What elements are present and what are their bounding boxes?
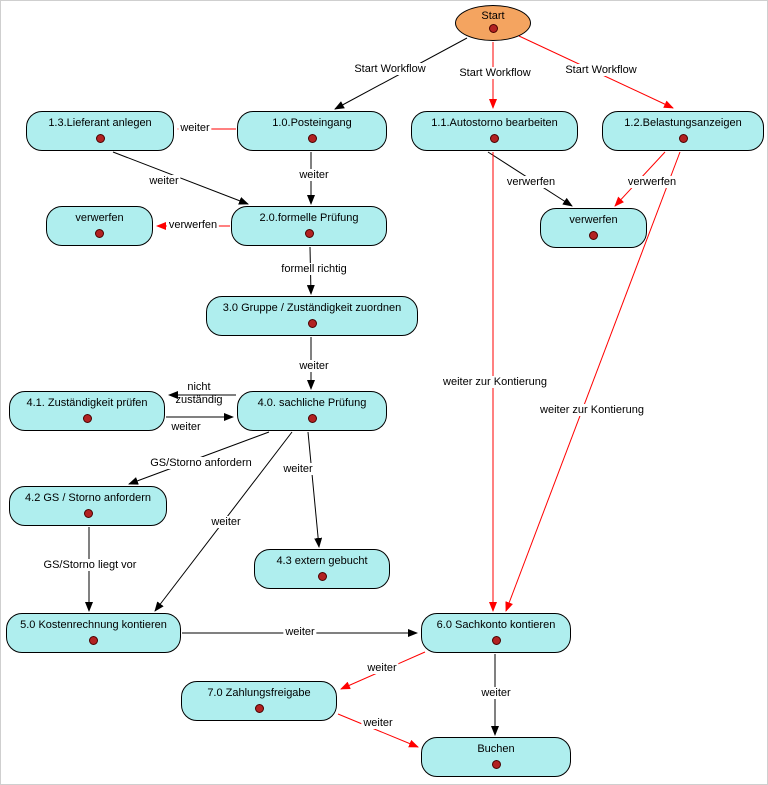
edge-label: Start Workflow (457, 67, 533, 79)
node-label: 1.0.Posteingang (272, 117, 352, 129)
state-dot (89, 636, 98, 645)
edge-label: weiter (297, 360, 331, 372)
node-extern-gebucht[interactable]: 4.3 extern gebucht (254, 549, 390, 589)
node-sachkonto-kontieren[interactable]: 6.0 Sachkonto kontieren (421, 613, 571, 653)
edge-sachliche-extern-gebucht (307, 431, 323, 548)
state-dot (254, 704, 264, 713)
state-dot (307, 134, 317, 143)
node-start[interactable]: Start (455, 5, 531, 41)
node-label: 4.1. Zuständigkeit prüfen (26, 397, 148, 409)
edge-label: weiter (281, 463, 315, 475)
state-dot (304, 229, 314, 238)
node-kostenrechnung-kontieren[interactable]: 5.0 Kostenrechnung kontieren (6, 613, 181, 653)
node-label: 1.3.Lieferant anlegen (48, 117, 152, 129)
state-dot (82, 414, 92, 423)
node-label: 5.0 Kostenrechnung kontieren (20, 619, 167, 631)
edge-label: GS/Storno anfordern (148, 457, 254, 469)
node-formelle-pruefung[interactable]: 2.0.formelle Prüfung (231, 206, 387, 246)
state-dot (83, 509, 93, 518)
edge-label: weiter (297, 169, 331, 181)
node-belastungsanzeigen[interactable]: 1.2.Belastungsanzeigen (602, 111, 764, 151)
edge-label: weiter (147, 175, 181, 187)
node-label: verwerfen (569, 214, 618, 226)
node-label: 1.2.Belastungsanzeigen (624, 117, 742, 129)
edge-label: weiter zur Kontierung (538, 404, 646, 416)
node-label: 6.0 Sachkonto kontieren (436, 619, 556, 631)
edge-label: weiter (209, 516, 243, 528)
state-dot (589, 231, 598, 240)
state-dot (95, 134, 105, 143)
node-gs-storno-anfordern[interactable]: 4.2 GS / Storno anfordern (9, 486, 167, 526)
edge-label: verwerfen (625, 176, 679, 188)
edge-label: weiter (283, 626, 317, 638)
node-posteingang[interactable]: 1.0.Posteingang (237, 111, 387, 151)
edge-label: weiter (479, 687, 513, 699)
node-label: 1.1.Autostorno bearbeiten (431, 117, 558, 129)
node-label: 2.0.formelle Prüfung (259, 212, 359, 224)
node-label: verwerfen (75, 212, 124, 224)
node-sachliche-pruefung[interactable]: 4.0. sachliche Prüfung (237, 391, 387, 431)
state-dot (317, 572, 327, 581)
edge-label: weiter (178, 122, 212, 134)
state-dot (307, 319, 317, 328)
edge-label: verwerfen (166, 219, 220, 231)
edge-label: weiter (361, 717, 395, 729)
edge-zahlungsfreigabe-buchen (337, 713, 419, 748)
node-label: Start (481, 10, 505, 22)
node-autostorno-bearbeiten[interactable]: 1.1.Autostorno bearbeiten (411, 111, 578, 151)
edge-label: Start Workflow (563, 64, 639, 76)
state-dot (95, 229, 104, 238)
state-dot (491, 760, 501, 769)
edge-label: nicht zuständig (175, 381, 223, 406)
node-label: 4.2 GS / Storno anfordern (25, 492, 151, 504)
node-verwerfen-right[interactable]: verwerfen (540, 208, 647, 248)
edge-label: weiter (365, 662, 399, 674)
node-label: 3.0 Gruppe / Zuständigkeit zuordnen (222, 302, 402, 314)
node-label: 7.0 Zahlungsfreigabe (207, 687, 311, 699)
edge-label: formell richtig (279, 263, 349, 275)
edge-label: weiter zur Kontierung (441, 376, 549, 388)
state-dot (488, 24, 498, 33)
node-buchen[interactable]: Buchen (421, 737, 571, 777)
edge-label: Start Workflow (352, 63, 428, 75)
node-lieferant-anlegen[interactable]: 1.3.Lieferant anlegen (26, 111, 174, 151)
edge-label: weiter (169, 421, 203, 433)
node-zahlungsfreigabe[interactable]: 7.0 Zahlungsfreigabe (181, 681, 337, 721)
state-dot (307, 414, 317, 423)
node-verwerfen-left[interactable]: verwerfen (46, 206, 153, 246)
node-gruppe-zustaendigkeit-zuordnen[interactable]: 3.0 Gruppe / Zuständigkeit zuordnen (206, 296, 418, 336)
state-dot (490, 134, 499, 143)
edge-label: GS/Storno liegt vor (41, 559, 139, 571)
node-zustaendigkeit-pruefen[interactable]: 4.1. Zuständigkeit prüfen (9, 391, 165, 431)
state-dot (678, 134, 688, 143)
node-label: Buchen (477, 743, 515, 755)
state-dot (491, 636, 501, 645)
edge-label: verwerfen (504, 176, 558, 188)
node-label: 4.3 extern gebucht (276, 555, 368, 567)
edge-belastungsanzeigen-sachkonto (505, 151, 681, 612)
node-label: 4.0. sachliche Prüfung (257, 397, 367, 409)
